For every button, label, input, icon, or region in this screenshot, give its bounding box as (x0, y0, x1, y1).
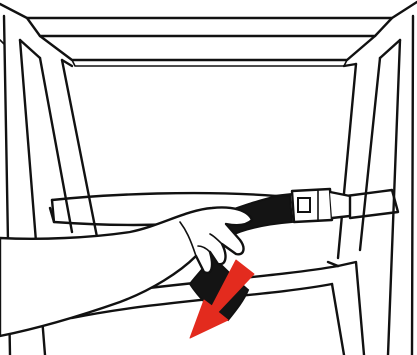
strap-buckle-icon (292, 189, 350, 222)
chair-right-post (338, 16, 413, 355)
chair-top-frame (0, 2, 417, 66)
